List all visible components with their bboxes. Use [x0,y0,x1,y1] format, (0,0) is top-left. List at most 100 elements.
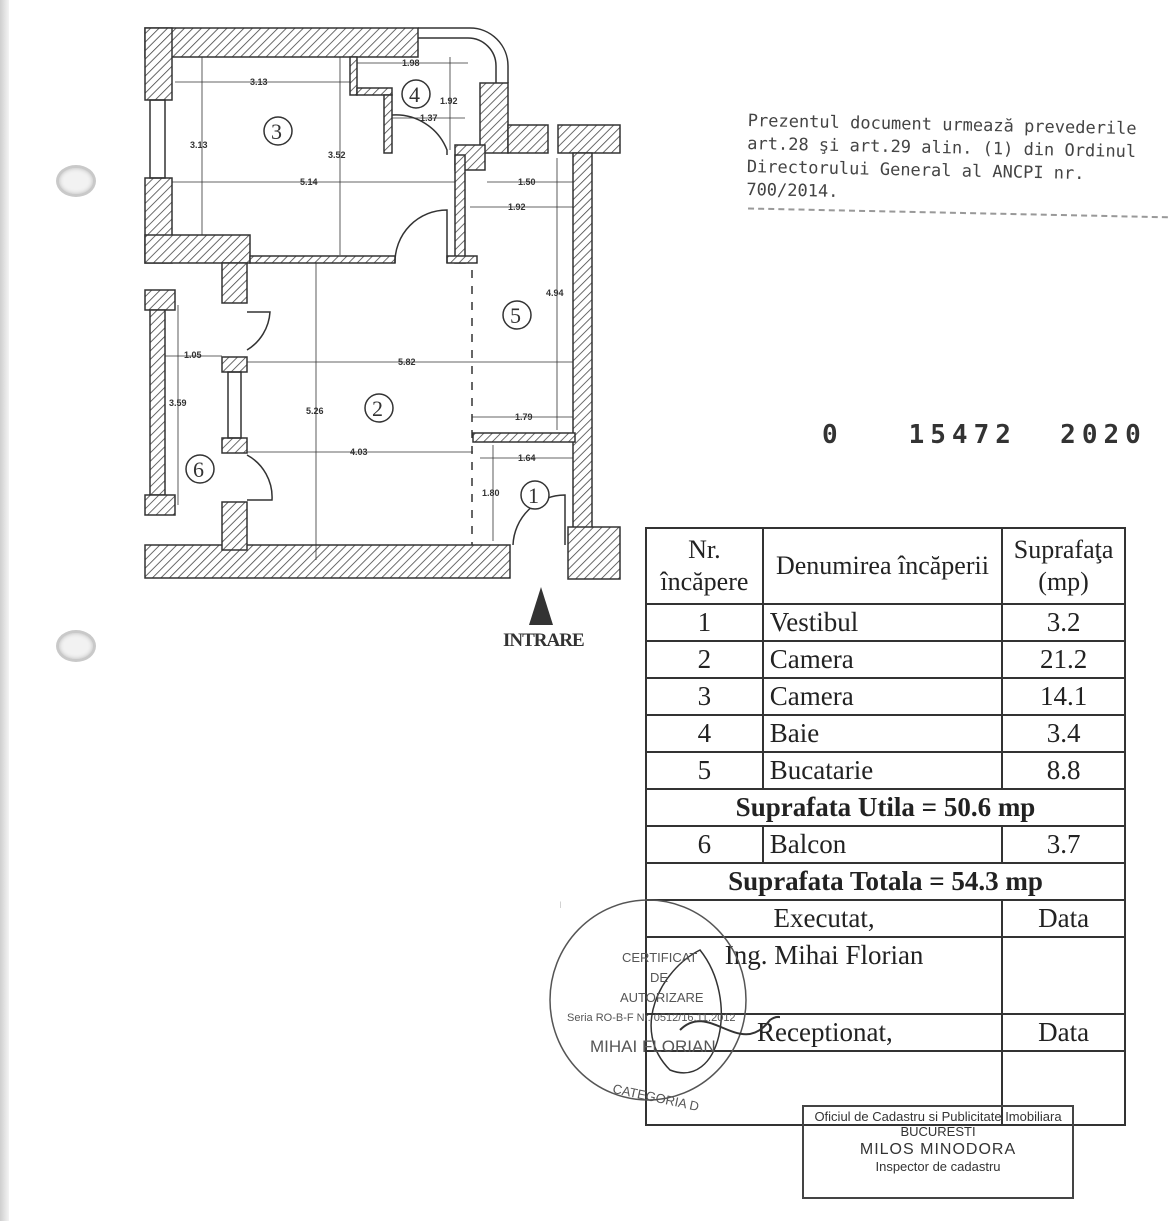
door-swing [246,311,271,351]
executor-row: Ing. Mihai Florian [644,936,1126,1015]
wall [349,56,358,96]
dim-label: 5.26 [306,406,324,416]
entrance-label: INTRARE [503,630,585,651]
dim-label: 3.59 [169,398,187,408]
legal-notice: Prezentul document urmează prevederile a… [746,110,1170,211]
cell-area: 8.8 [1001,751,1126,790]
seal-ring-text: Persoana fizică autorizată de ANCPI să e… [560,900,561,910]
cell-area: 3.7 [1001,825,1126,864]
room-number: 5 [510,303,521,328]
wall [221,501,248,551]
useful-total: Suprafata Utila = 50.6 mp [645,788,1126,827]
received-label: Receptionat, [644,1013,1004,1052]
dim-label: 1.92 [508,202,526,212]
window [227,371,242,439]
floor-plan: 3.13 3.13 3.52 5.14 1.98 1.92 1.37 1.50 … [144,27,621,580]
seal-line: AUTORIZARE [620,990,704,1005]
executed-label: Executat, [644,899,1004,938]
dimension-labels: 3.13 3.13 3.52 5.14 1.98 1.92 1.37 1.50 … [169,58,564,498]
received-signature-row [644,1050,1126,1126]
dim-label: 5.82 [398,357,416,367]
dim-label: 1.37 [420,113,438,123]
dim-label: 1.92 [440,96,458,106]
header-name: Denumirea încăperii [761,527,1004,605]
dim-label: 1.79 [515,412,533,422]
wall [149,309,166,496]
wall [221,437,248,454]
wall [472,432,576,443]
room-number: 4 [409,82,420,107]
wall [383,94,393,154]
dim-label: 1.50 [518,177,536,187]
wall [144,27,173,101]
wall [144,544,511,579]
wall [144,494,176,516]
executor-name: Ing. Mihai Florian [644,936,1004,1015]
wall [572,152,593,546]
cell-name: Camera [761,677,1004,716]
dim-label: 1.05 [184,350,202,360]
wall [221,356,248,373]
dim-label: 3.52 [328,150,346,160]
seal-line: MIHAI FLORIAN [590,1037,716,1056]
dim-label: 3.13 [250,77,268,87]
room-number: 6 [193,457,204,482]
cell-area: 21.2 [1001,640,1126,679]
wall [507,124,549,154]
header-area: Suprafaţa (mp) [1001,527,1126,605]
cell-nr: 1 [645,603,764,642]
punch-hole [56,630,96,662]
plan-lines [149,27,573,560]
dim-label: 3.13 [190,140,208,150]
seal-line: Seria RO-B-F Nr. 0512/16.11.2012 [567,1012,736,1024]
useful-total-row: Suprafata Utila = 50.6 mp [645,788,1126,827]
cell-name: Baie [761,714,1004,753]
stamp-office: Oficiul de Cadastru si Publicitate Imobi… [814,1109,1062,1124]
executor-date [1001,936,1126,1015]
executed-row: Executat,Data [644,899,1126,938]
grand-total: Suprafata Totala = 54.3 mp [645,862,1126,901]
received-date [1001,1050,1126,1126]
dim-label: 1.98 [402,58,420,68]
cell-area: 14.1 [1001,677,1126,716]
room-number: 1 [528,483,539,508]
wall [454,154,466,264]
cell-name: Bucatarie [761,751,1004,790]
dim-label: 4.94 [546,288,564,298]
stamp-name: MILOS MINODORA [859,1141,1017,1158]
room-number: 3 [271,119,282,144]
page-edge [0,0,9,1221]
door-swing [394,209,448,264]
punch-hole [56,165,96,197]
authorization-seal [549,899,780,1101]
room-number: 2 [372,396,383,421]
dim-label: 1.64 [518,453,536,463]
dim-label: 4.03 [350,447,368,457]
cell-area: 3.4 [1001,714,1126,753]
header-nr: Nr. încăpere [645,527,764,605]
wall [479,82,509,154]
cell-nr: 6 [645,825,764,864]
stamp-role: Inspector de cadastru [875,1159,1001,1174]
seal-line: DE [650,970,669,985]
dim-label: 1.80 [482,488,500,498]
door-swing [391,114,448,155]
door-swing [246,454,273,501]
cell-nr: 4 [645,714,764,753]
wall [557,124,621,154]
cell-nr: 5 [645,751,764,790]
cell-name: Camera [761,640,1004,679]
rooms-table: Nr. încăpere Denumirea încăperii Suprafa… [644,527,1126,1126]
cell-name: Balcon [761,825,1004,864]
entrance-arrow-icon [529,587,553,625]
grand-total-row: Suprafata Totala = 54.3 mp [645,862,1126,901]
wall [144,234,251,264]
wall [249,255,396,264]
seal-line: CERTIFICAT [622,950,698,965]
